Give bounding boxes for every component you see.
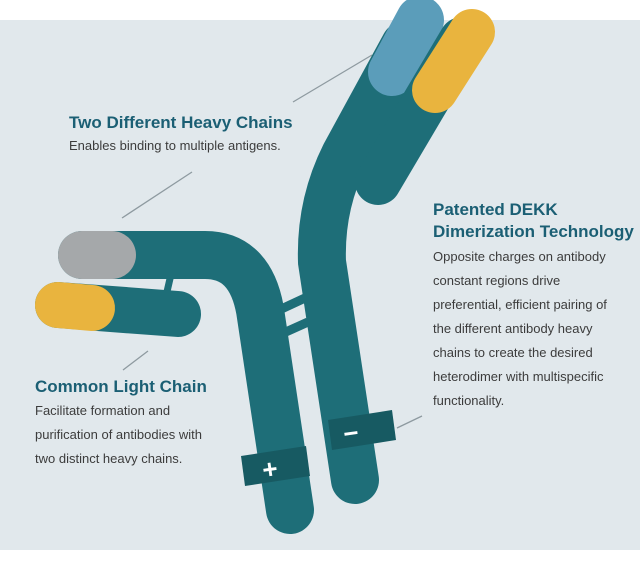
dekk-description-line: chains to create the desired (433, 345, 593, 360)
negative-charge-band (328, 410, 396, 450)
leader-line-light-chain (122, 350, 149, 371)
positive-charge-symbol: + (260, 453, 279, 485)
dekk-description-line: heterodimer with multispecific (433, 369, 604, 384)
negative-charge-symbol: − (341, 417, 360, 449)
heavy-chains-title: Two Different Heavy Chains (69, 113, 293, 132)
leader-line-heavy-bottom (121, 171, 193, 219)
dekk-description-line: Opposite charges on antibody (433, 249, 606, 264)
heavy-chain-left (58, 231, 314, 534)
light-chain-title: Common Light Chain (35, 377, 207, 396)
dekk-title-line2: Dimerization Technology (433, 222, 634, 241)
dekk-description-line: functionality. (433, 393, 505, 408)
light-chain-left-variable-tip (35, 282, 115, 331)
heavy-chains-description: Enables binding to multiple antigens. (69, 138, 281, 153)
dekk-description-line: preferential, efficient pairing of (433, 297, 607, 312)
dekk-description: Opposite charges on antibody constant re… (433, 245, 607, 413)
leader-line-heavy-top (292, 54, 373, 103)
light-chain-description-line: two distinct heavy chains. (35, 451, 183, 466)
heavy-chain-right (297, 21, 429, 504)
leader-line-dekk (396, 415, 423, 429)
light-chain-right-variable-tip (412, 9, 495, 113)
light-chain-description-line: purification of antibodies with (35, 427, 202, 442)
dekk-title: Patented DEKK Dimerization Technology (433, 199, 634, 243)
dekk-description-line: the different antibody heavy (433, 321, 593, 336)
light-chain-description: Facilitate formation and purification of… (35, 399, 202, 471)
light-chain-description-line: Facilitate formation and (35, 403, 171, 418)
dekk-description-line: constant regions drive (433, 273, 561, 288)
heavy-chain-right-variable-tip (368, 0, 444, 96)
positive-charge-band (241, 446, 310, 486)
dekk-title-line1: Patented DEKK (433, 200, 558, 219)
